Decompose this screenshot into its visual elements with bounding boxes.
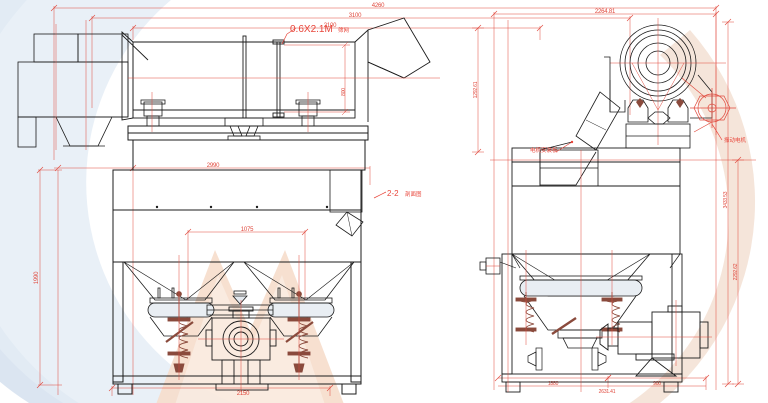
side-left-bracket [479, 257, 517, 275]
hopper-right [243, 261, 355, 337]
label-left-callout: 电机安装板 [530, 146, 558, 154]
chute-body [575, 91, 621, 151]
motor-adapter [617, 321, 653, 355]
screen-left-flange [121, 30, 134, 121]
side-hopper-outlet [562, 337, 598, 349]
feed-chute-side [539, 91, 621, 187]
discharge-chute [329, 169, 364, 237]
frame-mid-band [112, 209, 362, 263]
label-section-22: 2-2 [387, 189, 399, 198]
support-frame [112, 125, 369, 395]
annotation-screen-spec: 0.6X2.1M 筛网 [281, 24, 350, 45]
dim-hopper-spacing: 1075 [241, 227, 254, 233]
feed-leg-left [17, 116, 37, 148]
side-column-left [501, 253, 513, 375]
screen-right-flange [354, 28, 369, 122]
frame-column-left [112, 261, 124, 383]
hopper-right-drum [267, 302, 335, 318]
mount-right [667, 99, 689, 123]
hopper-left [123, 261, 235, 337]
feed-hopper-assembly [17, 33, 129, 148]
front-dimension-texts: 4260 3100 2100 2990 1075 2150 1990 800 [34, 3, 385, 397]
screen-post-right [276, 41, 281, 118]
side-drive-rod [551, 317, 577, 335]
dim-base-left: 1880 [548, 381, 559, 387]
dim-base-total: 2631.41 [599, 389, 616, 395]
center-coupler [647, 111, 671, 125]
front-inner-dim [284, 41, 350, 116]
dim-overall-width: 2264.81 [595, 9, 616, 15]
side-braces [511, 253, 681, 371]
dim-total-height: 3433.53 [723, 191, 729, 208]
hopper-cross-beam [206, 290, 274, 316]
front-view: 4260 3100 2100 2990 1075 2150 1990 800 [17, 3, 720, 397]
label-right-callout: 振动电机 [724, 136, 747, 144]
annotation-left-callout: 电机安装板 [530, 140, 574, 154]
side-centerlines [490, 20, 756, 392]
frame-bolts [155, 205, 329, 209]
bearing-blocks [140, 99, 321, 127]
side-dimension-texts: 2264.81 3433.53 2292.62 1292.61 1880 263… [473, 9, 739, 395]
label-screen-spec: 0.6X2.1M [290, 24, 333, 35]
side-view: 2264.81 3433.53 2292.62 1292.61 1880 263… [472, 9, 756, 395]
drive-pulley [681, 77, 736, 133]
label-section-22-cn: 剖面图 [405, 190, 422, 198]
side-dimension-lines [472, 12, 744, 390]
dim-screen-length: 2100 [324, 23, 337, 29]
discharge-chute-top [367, 17, 431, 79]
dim-frame-width: 2990 [207, 163, 220, 169]
center-exciter [224, 117, 264, 141]
dim-overall-length: 4260 [372, 3, 385, 9]
screen-post-center [242, 35, 247, 119]
exciter-leg-right [245, 125, 259, 137]
dim-frame-height: 1990 [34, 271, 40, 284]
dim-drum-height: 1292.61 [473, 81, 479, 98]
dim-base-width: 2150 [237, 391, 250, 397]
screen-body [121, 17, 431, 122]
side-dim-ticks [474, 10, 742, 388]
center-cone-marker [232, 295, 248, 305]
label-screen-spec-cn: 筛网 [338, 26, 350, 34]
dim-upper-height: 2292.62 [733, 263, 739, 280]
annotation-right-callout: 振动电机 [711, 123, 747, 144]
side-base-beam [501, 373, 683, 383]
chassis-body [132, 139, 366, 171]
hopper-right-cone [243, 261, 355, 301]
dim-upper-length: 3100 [349, 13, 362, 19]
mount-left [627, 99, 649, 123]
front-centerlines [55, 20, 440, 392]
dim-screen-height: 800 [341, 88, 347, 96]
exciter-leg-left [229, 125, 243, 137]
side-drive-motor [596, 300, 712, 377]
side-main-body [511, 161, 681, 255]
annotation-section-22: 2-2 剖面图 [373, 189, 422, 199]
dim-base-right: 900 [653, 381, 661, 387]
hopper-left-drum [147, 302, 215, 318]
screen-main-box [132, 41, 356, 119]
hopper-left-cone [123, 261, 235, 301]
screen-internals [242, 35, 285, 119]
housing-left [609, 80, 626, 113]
side-body [501, 147, 683, 393]
frame-upper-band [112, 169, 362, 211]
screen-corner-brace [121, 34, 149, 61]
frame-column-right [350, 261, 362, 383]
